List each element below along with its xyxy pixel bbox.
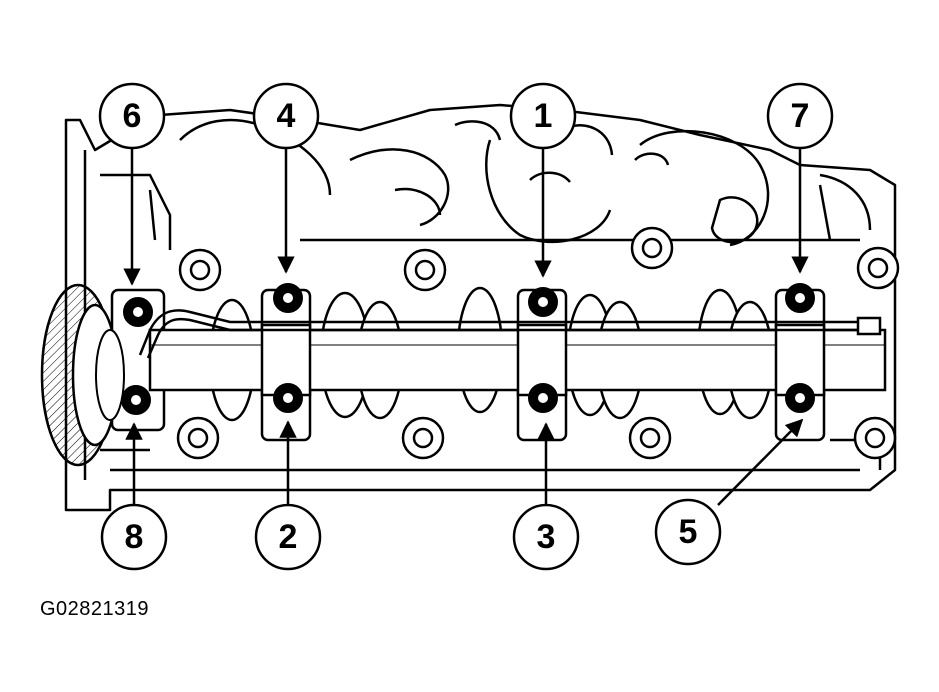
callout-8: 8: [100, 503, 168, 571]
cap-bolt-5: [785, 383, 815, 413]
cap-bolt-2: [273, 383, 303, 413]
callout-4-label: 4: [277, 97, 296, 135]
callout-6: 6: [98, 82, 166, 150]
cap-bolt-4: [273, 283, 303, 313]
camshaft: [148, 323, 887, 397]
leader-5: [717, 418, 804, 506]
cap-bolts: [121, 283, 815, 415]
cap-bolt-3: [528, 383, 558, 413]
callout-7: 7: [766, 82, 834, 150]
oil-tube: [138, 309, 882, 359]
callout-1: 1: [509, 82, 577, 150]
callout-5: 5: [654, 498, 722, 566]
head-bolts: [176, 226, 900, 460]
cap-bolt-7: [785, 283, 815, 313]
figure-code: G02821319: [40, 598, 150, 620]
callout-2-label: 2: [279, 518, 298, 556]
callout-4: 4: [252, 82, 320, 150]
cap-bolt-8: [121, 385, 151, 415]
callout-7-label: 7: [791, 97, 810, 135]
callouts: 6 4 1 7 8 2 3 5: [98, 82, 834, 571]
leader-arrows: [123, 148, 809, 506]
callout-3: 3: [512, 503, 580, 571]
callout-1-label: 1: [534, 97, 553, 135]
callout-5-label: 5: [679, 513, 698, 551]
cap-bolt-6: [123, 297, 153, 327]
callout-2: 2: [254, 503, 322, 571]
callout-3-label: 3: [537, 518, 556, 556]
callout-8-label: 8: [125, 518, 144, 556]
timing-sprocket: [40, 283, 125, 467]
cap-bolt-1: [528, 287, 558, 317]
callout-6-label: 6: [123, 97, 142, 135]
